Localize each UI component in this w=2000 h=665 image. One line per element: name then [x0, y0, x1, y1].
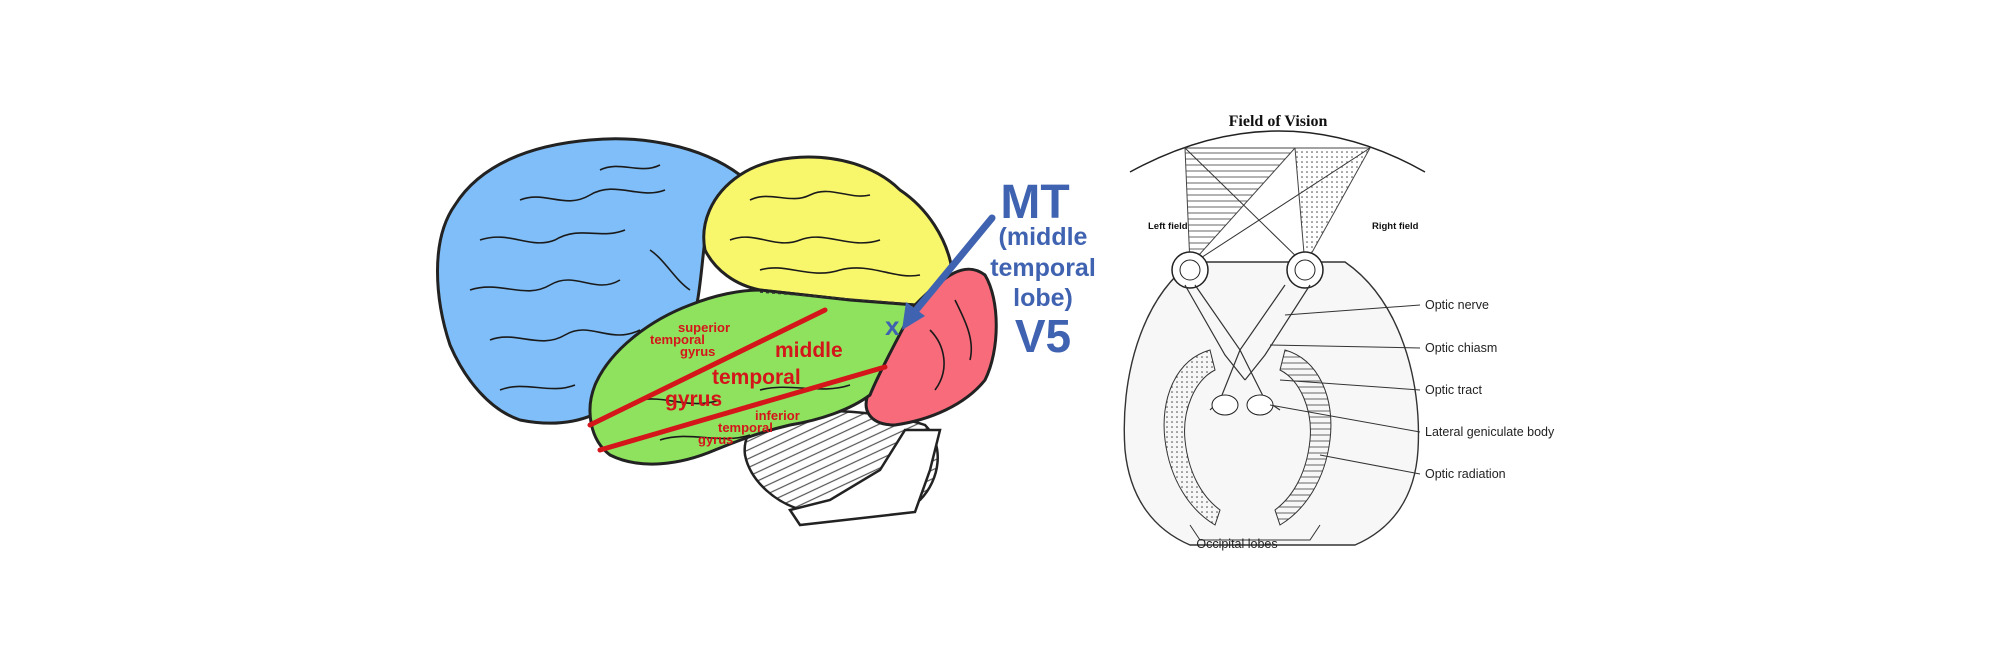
field-arc: [1129, 130, 1426, 173]
mt-subtitle-1: (middle: [999, 223, 1088, 251]
vision-svg: Field of Vision Left field Right field: [1123, 113, 1555, 551]
vision-title: Field of Vision: [1229, 113, 1328, 130]
mt-title: MT: [1000, 176, 1069, 229]
label-lateral-geniculate: Lateral geniculate body: [1425, 425, 1555, 439]
right-field-cone: [1294, 147, 1371, 267]
gyrus-lines: [587, 307, 888, 453]
vision-diagram: Field of Vision Left field Right field: [1080, 0, 1640, 660]
label-middle-gyrus: gyrus: [665, 388, 722, 411]
label-optic-tract: Optic tract: [1425, 383, 1482, 397]
label-inferior: inferior: [755, 408, 800, 423]
mt-label: MT (middle temporal lobe) V5: [990, 176, 1096, 362]
left-eye: [1171, 251, 1209, 289]
mt-marker: x: [885, 311, 900, 341]
cross-ray-1: [1184, 147, 1306, 266]
mt-subtitle-3: lobe): [1013, 284, 1073, 312]
mt-subtitle-2: temporal: [990, 254, 1096, 282]
label-superior-temporal: temporal: [650, 332, 705, 347]
brain-sulci: [469, 164, 973, 441]
gyrus-labels: superior temporal gyrus middle temporal …: [650, 320, 843, 447]
label-inferior-gyrus: gyrus: [698, 432, 733, 447]
label-superior: superior: [678, 320, 730, 335]
label-occipital-lobes: Occipital lobes: [1196, 537, 1277, 551]
brain-svg: superior temporal gyrus middle temporal …: [436, 137, 1096, 527]
left-field-cone: [1184, 147, 1297, 267]
label-middle-temporal: temporal: [712, 366, 801, 389]
temporal-lobe: [588, 288, 918, 466]
mt-arrow-shaft: [908, 214, 996, 319]
gyrus-line-upper: [587, 307, 828, 428]
mt-v5: V5: [1015, 310, 1071, 362]
label-optic-nerve: Optic nerve: [1425, 298, 1489, 312]
label-optic-chiasm: Optic chiasm: [1425, 341, 1497, 355]
optic-radiation-right: [1274, 349, 1332, 526]
brain-diagram: superior temporal gyrus middle temporal …: [436, 137, 1096, 527]
cross-ray-2: [1189, 147, 1371, 266]
callout-lines: [1189, 304, 1421, 541]
label-optic-radiation: Optic radiation: [1425, 467, 1506, 481]
mt-arrow-head: [902, 302, 925, 330]
optic-radiation-left: [1163, 349, 1221, 526]
gyrus-line-lower: [597, 364, 888, 453]
parietal-lobe: [702, 155, 953, 307]
lgn-right: [1246, 394, 1274, 416]
label-superior-gyrus: gyrus: [680, 344, 715, 359]
label-middle: middle: [775, 339, 843, 362]
right-field-label: Right field: [1372, 221, 1419, 232]
label-inferior-temporal: temporal: [718, 420, 773, 435]
left-field-label: Left field: [1148, 221, 1188, 232]
lgn-left: [1211, 394, 1239, 416]
right-eye: [1286, 251, 1324, 289]
brain-stem: [787, 428, 942, 527]
